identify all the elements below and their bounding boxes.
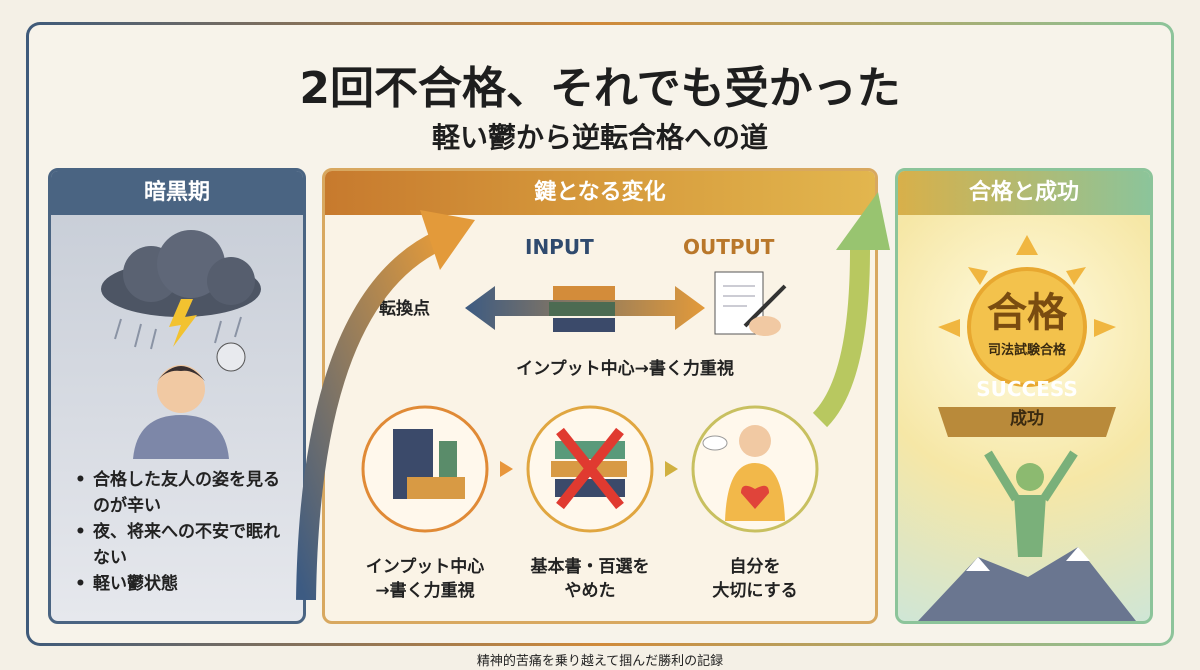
progress-arrow-right bbox=[812, 192, 890, 428]
page-title: 2回不合格、それでも受かった bbox=[299, 63, 901, 114]
list-item: 軽い鬱状態 bbox=[75, 571, 295, 597]
step-3-label: 自分を 大切にする bbox=[712, 557, 798, 601]
turning-point-label: 転換点 bbox=[379, 299, 430, 319]
input-label: INPUT bbox=[525, 235, 594, 259]
mountain-icon bbox=[918, 547, 1136, 621]
sad-person-icon bbox=[133, 342, 246, 459]
writing-hand-icon bbox=[714, 271, 787, 336]
victorious-person-icon bbox=[984, 450, 1078, 557]
success-panel: 合格と成功 合格 司法試験合格 SUCCESS 成功 bbox=[895, 168, 1153, 624]
footer-caption: 精神的苦痛を乗り越えて掴んだ勝利の記録 bbox=[476, 654, 724, 669]
input-output-illustration bbox=[465, 271, 787, 336]
success-header: 合格と成功 bbox=[898, 171, 1150, 215]
sun-rays-icon bbox=[938, 235, 1116, 337]
list-item: 夜、将来への不安で眠れない bbox=[75, 519, 295, 571]
progress-arrow-left bbox=[296, 210, 475, 600]
medal-icon bbox=[967, 267, 1087, 387]
books-icon bbox=[549, 286, 615, 332]
step-2-label: 基本書・百選を やめた bbox=[530, 557, 650, 601]
dark-period-header: 暗黒期 bbox=[51, 171, 303, 215]
crossed-books-icon bbox=[551, 427, 627, 510]
list-item: 合格した友人の姿を見るのが辛い bbox=[75, 467, 295, 519]
key-change-header: 鍵となる変化 bbox=[325, 171, 875, 215]
dark-period-panel: 暗黒期 合格した友人の姿を見るのが辛い 夜、将来への不安で眠れない 軽い鬱状態 bbox=[48, 168, 306, 624]
shift-label: インプット中心→書く力重視 bbox=[516, 359, 734, 379]
steps-illustration bbox=[361, 405, 819, 533]
ribbon-text: SUCCESS bbox=[976, 377, 1078, 401]
output-label: OUTPUT bbox=[683, 235, 775, 259]
arrow-right-icon bbox=[500, 461, 513, 477]
step-1-label: インプット中心 →書く力重視 bbox=[365, 557, 485, 601]
ribbon-icon bbox=[938, 407, 1116, 437]
law-books-icon bbox=[393, 429, 465, 499]
dark-period-list: 合格した友人の姿を見るのが辛い 夜、将来への不安で眠れない 軽い鬱状態 bbox=[75, 467, 295, 597]
page-subtitle: 軽い鬱から逆転合格への道 bbox=[431, 121, 768, 154]
depressed-person-illustration bbox=[101, 230, 261, 459]
key-change-panel: 鍵となる変化 転換点 INPUT OUTPUT インプット中心→書く力重視 イン… bbox=[322, 168, 878, 624]
arrow-right-icon bbox=[665, 461, 678, 477]
ribbon-sub-text: 成功 bbox=[1010, 409, 1044, 429]
storm-cloud-icon bbox=[101, 230, 261, 350]
medal-main-text: 合格 bbox=[987, 290, 1067, 336]
success-illustration bbox=[918, 235, 1136, 621]
self-care-person-icon bbox=[702, 425, 785, 521]
medal-sub-text: 司法試験合格 bbox=[987, 343, 1066, 358]
